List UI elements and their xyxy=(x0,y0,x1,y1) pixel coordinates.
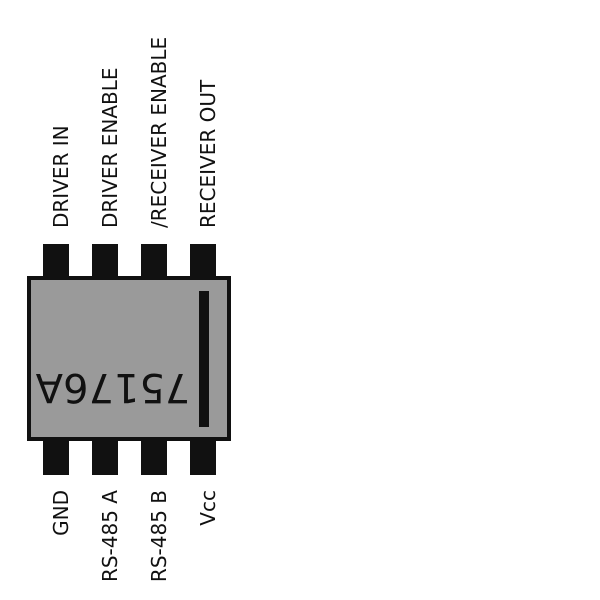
part-number-label: 75176A xyxy=(35,364,190,410)
bottom-pin-label-1: GND xyxy=(49,490,73,536)
bottom-pin-4 xyxy=(190,438,216,475)
bottom-pin-3 xyxy=(141,438,167,475)
top-pin-4 xyxy=(190,244,216,278)
top-pin-label-3: /RECEIVER ENABLE xyxy=(147,37,171,228)
top-pin-label-2: DRIVER ENABLE xyxy=(98,67,122,228)
top-pin-2 xyxy=(92,244,118,278)
bottom-pin-label-4: Vcc xyxy=(196,490,220,526)
bottom-pin-label-3: RS-485 B xyxy=(147,490,171,582)
pin-one-marker xyxy=(199,291,209,427)
top-pin-label-1: DRIVER IN xyxy=(49,125,73,228)
top-pin-3 xyxy=(141,244,167,278)
bottom-pin-2 xyxy=(92,438,118,475)
bottom-pin-label-2: RS-485 A xyxy=(98,490,122,582)
top-pin-1 xyxy=(43,244,69,278)
chip-body xyxy=(27,276,231,441)
top-pin-label-4: RECEIVER OUT xyxy=(196,79,220,228)
bottom-pin-1 xyxy=(43,438,69,475)
